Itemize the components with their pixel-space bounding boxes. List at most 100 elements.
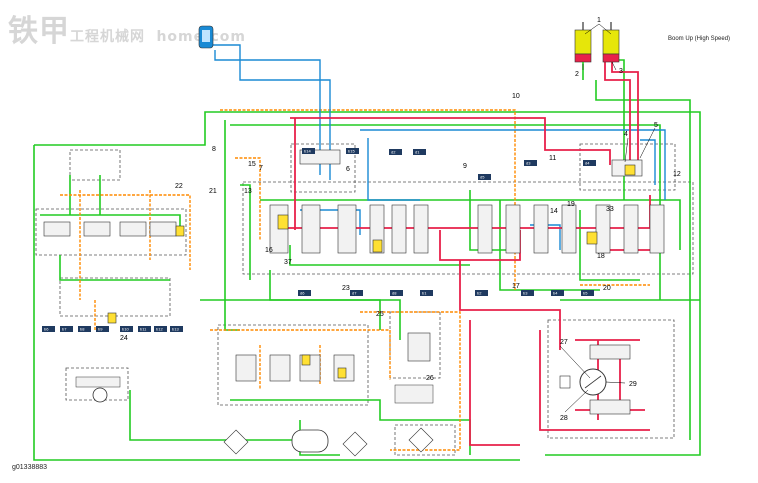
supply-line bbox=[59, 255, 170, 281]
port-tag bbox=[138, 326, 151, 332]
valve-spool bbox=[337, 204, 357, 254]
watermark: 铁甲工程机械网 home.com bbox=[8, 6, 246, 50]
supply-line bbox=[579, 210, 640, 281]
callout-26: 26 bbox=[426, 375, 434, 382]
return-line bbox=[235, 157, 261, 240]
callout-24: 24 bbox=[120, 335, 128, 342]
return-line bbox=[79, 190, 151, 300]
accumulator-window bbox=[202, 30, 210, 42]
highlighted-valve bbox=[107, 312, 117, 324]
port-tag bbox=[390, 290, 403, 296]
highlighted-valve bbox=[586, 231, 598, 245]
leader-lines bbox=[559, 23, 656, 413]
supply-line bbox=[129, 390, 300, 441]
return-line bbox=[210, 329, 391, 380]
pilot-block-box bbox=[217, 324, 369, 406]
pilot-pump-body bbox=[92, 387, 108, 403]
port-tag-label: b3 bbox=[523, 291, 528, 296]
port-tag-label: d7 bbox=[352, 291, 357, 296]
boom-cylinder bbox=[574, 29, 592, 55]
highlighted-valve bbox=[624, 164, 636, 176]
boom-cylinder bbox=[602, 29, 620, 55]
tank-and-filters bbox=[223, 384, 434, 457]
callout-9: 9 bbox=[463, 163, 467, 170]
valve-spool bbox=[83, 221, 111, 237]
solenoid-valve bbox=[394, 384, 434, 404]
port-tag bbox=[583, 160, 596, 166]
port-tag bbox=[581, 290, 594, 296]
return-line bbox=[360, 311, 461, 451]
filter-icon bbox=[223, 429, 249, 455]
pilot-line bbox=[208, 44, 331, 180]
pilot-lines bbox=[208, 44, 666, 250]
leader-line bbox=[639, 127, 656, 159]
valve-spool bbox=[407, 332, 431, 362]
leader-line bbox=[584, 23, 612, 35]
hp-line bbox=[539, 330, 650, 431]
valve-spool bbox=[595, 204, 611, 254]
port-tag-label: d5 bbox=[480, 175, 485, 180]
port-tag-label: b5 bbox=[583, 291, 588, 296]
valve-spool bbox=[589, 344, 631, 360]
pilot-manifold-box bbox=[69, 149, 121, 181]
callout-23: 23 bbox=[342, 285, 350, 292]
boom-cylinder-rod bbox=[602, 53, 620, 63]
supply-line bbox=[499, 200, 600, 291]
callout-21: 21 bbox=[209, 188, 217, 195]
leader-line bbox=[564, 389, 589, 413]
hp-line bbox=[459, 260, 561, 350]
callout-18: 18 bbox=[597, 253, 605, 260]
callout-3: 3 bbox=[619, 68, 623, 75]
boom-cylinders-icon bbox=[574, 22, 620, 80]
port-tag-label: b15 bbox=[348, 149, 355, 154]
callout-25: 25 bbox=[376, 311, 384, 318]
highlighted-valve bbox=[372, 239, 383, 253]
port-tag bbox=[60, 326, 73, 332]
port-tag bbox=[170, 326, 183, 332]
highlighted-valve bbox=[337, 367, 347, 379]
callout-28: 28 bbox=[560, 415, 568, 422]
callout-37: 37 bbox=[284, 259, 292, 266]
highlighted-valve bbox=[301, 354, 311, 366]
callout-14: 14 bbox=[550, 208, 558, 215]
port-tag bbox=[524, 160, 537, 166]
port-tag bbox=[551, 290, 564, 296]
port-tag bbox=[413, 149, 426, 155]
hp-line bbox=[604, 62, 631, 170]
callout-20: 20 bbox=[603, 285, 611, 292]
return-line bbox=[60, 194, 191, 270]
port-tag bbox=[346, 148, 359, 154]
hp-line bbox=[611, 62, 639, 160]
port-tag bbox=[302, 148, 315, 154]
valve-spool bbox=[391, 204, 407, 254]
port-tag bbox=[78, 326, 91, 332]
port-tag-label: d6 bbox=[300, 291, 305, 296]
port-tag-label: d1 bbox=[415, 150, 420, 155]
watermark-cn-small: 工程机械网 bbox=[70, 29, 145, 45]
port-tag bbox=[420, 290, 433, 296]
valve-spool bbox=[623, 204, 639, 254]
supply-line bbox=[224, 120, 240, 331]
port-tag-label: b7 bbox=[62, 327, 67, 332]
pilot-line bbox=[367, 138, 420, 201]
port-tag-label: b12 bbox=[156, 327, 163, 332]
valve-spool bbox=[649, 204, 665, 254]
valve-spool bbox=[43, 221, 71, 237]
port-tag-label: d2 bbox=[391, 150, 396, 155]
pump-motor bbox=[559, 375, 571, 389]
callout-6: 6 bbox=[346, 166, 350, 173]
supply-line bbox=[33, 145, 520, 461]
valve-spool bbox=[477, 204, 493, 254]
callout-10: 10 bbox=[512, 93, 520, 100]
figure-id: g01338883 bbox=[12, 464, 48, 471]
valve-spool bbox=[235, 354, 257, 382]
port-tag-label: b1 bbox=[422, 291, 427, 296]
hp-line bbox=[290, 117, 611, 165]
hp-line bbox=[469, 320, 520, 446]
callout-7: 7 bbox=[259, 165, 263, 172]
watermark-cn: 铁甲 bbox=[8, 14, 70, 49]
filter-icon bbox=[342, 431, 368, 457]
